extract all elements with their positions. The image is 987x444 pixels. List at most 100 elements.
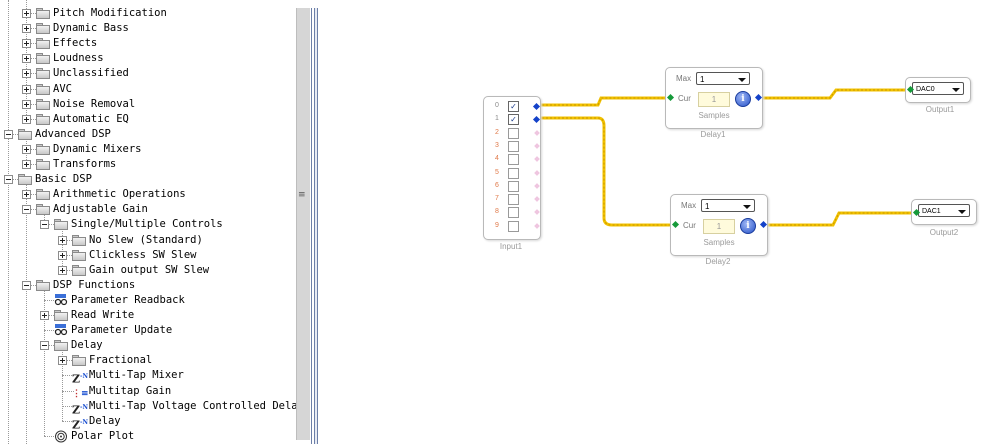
collapse-minus-icon[interactable] (40, 220, 49, 230)
input-channel-output-pin[interactable] (532, 102, 541, 111)
collapse-minus-icon[interactable] (4, 129, 13, 139)
tree-item[interactable]: No Slew (Standard) (0, 233, 296, 248)
output2-block[interactable]: DAC1 (911, 199, 977, 225)
tree-item[interactable]: Noise Removal (0, 97, 296, 112)
expand-plus-icon[interactable] (22, 114, 31, 124)
input-channel-checkbox[interactable] (508, 127, 519, 139)
tree-item[interactable]: Basic DSP (0, 172, 296, 187)
tree-item[interactable]: Polar Plot (0, 429, 296, 444)
tree-item[interactable]: Dynamic Bass (0, 21, 296, 36)
folder-icon (54, 310, 68, 321)
folder-icon (36, 159, 50, 170)
expand-plus-icon[interactable] (22, 54, 31, 64)
tree-item[interactable]: Gain output SW Slew (0, 263, 296, 278)
tree-item[interactable]: Unclassified (0, 66, 296, 81)
tree-item[interactable]: ⋮≡Multitap Gain (0, 384, 296, 399)
folder-icon (36, 53, 50, 65)
delay2-block[interactable]: Max 1 Cur 1 Samples (670, 194, 768, 256)
delay2-info-icon[interactable] (740, 218, 756, 234)
tree-item[interactable]: Fractional (0, 353, 296, 368)
delay1-cur-field[interactable]: 1 (698, 92, 730, 107)
tree-item[interactable]: AVC (0, 82, 296, 97)
delay2-label: Delay2 (705, 257, 731, 266)
input-channel-checkbox[interactable] (508, 140, 519, 152)
input-channel-number: 4 (495, 155, 499, 163)
delay1-max-select[interactable]: 1 (696, 72, 750, 85)
folder-icon (36, 68, 50, 80)
input-channel-checkbox[interactable] (508, 220, 519, 232)
collapse-minus-icon[interactable] (22, 205, 31, 215)
tree-item[interactable]: Pitch Modification (0, 6, 296, 21)
panel-splitter[interactable] (310, 8, 320, 444)
expand-plus-icon[interactable] (58, 235, 67, 245)
tree-connector (8, 133, 20, 135)
tree-item[interactable]: Loudness (0, 51, 296, 66)
input-channel-output-pin[interactable] (534, 209, 540, 216)
expand-plus-icon[interactable] (22, 9, 31, 18)
expand-plus-icon[interactable] (22, 99, 31, 109)
input-channel-output-pin[interactable] (534, 222, 540, 229)
expand-plus-icon[interactable] (22, 144, 31, 154)
input-channel-checkbox[interactable] (508, 194, 519, 206)
tree-item[interactable]: Parameter Update (0, 323, 296, 338)
input-channel-output-pin[interactable] (534, 169, 540, 176)
tree-item[interactable]: Automatic EQ (0, 112, 296, 127)
input-channel-checkbox[interactable] (508, 167, 519, 179)
output1-dac-select[interactable]: DAC0 (912, 82, 964, 95)
dropdown-arrow-icon (743, 205, 751, 209)
tree-connector (26, 73, 38, 75)
collapse-minus-icon[interactable] (4, 175, 13, 185)
expand-plus-icon[interactable] (22, 24, 31, 34)
tree-item[interactable]: Clickless SW Slew (0, 248, 296, 263)
input-channel-output-pin[interactable] (534, 182, 540, 189)
tree-item[interactable]: Read Write (0, 308, 296, 323)
expand-plus-icon[interactable] (22, 190, 31, 200)
expand-plus-icon[interactable] (22, 39, 31, 49)
expand-plus-icon[interactable] (22, 160, 31, 169)
tree-item[interactable]: Adjustable Gain (0, 202, 296, 217)
expand-plus-icon[interactable] (22, 69, 31, 79)
input-channel-output-pin[interactable] (534, 129, 540, 136)
splitter-grip-icon[interactable]: ≡ (298, 190, 306, 200)
tree-item[interactable]: Delay (0, 338, 296, 353)
expand-plus-icon[interactable] (58, 265, 67, 275)
expand-plus-icon[interactable] (58, 250, 67, 260)
input-channel-checkbox[interactable]: ✓ (508, 101, 519, 112)
expand-plus-icon[interactable] (22, 84, 31, 94)
tree-item[interactable]: Effects (0, 36, 296, 51)
delay2-cur-field[interactable]: 1 (703, 219, 735, 234)
tree-item[interactable]: Advanced DSP (0, 127, 296, 142)
tree-item[interactable]: Transforms (0, 157, 296, 172)
delay1-block[interactable]: Max 1 Cur 1 Samples (665, 67, 763, 129)
expand-plus-icon[interactable] (58, 356, 67, 366)
input-channel-output-pin[interactable] (532, 116, 541, 124)
delay2-max-select[interactable]: 1 (701, 199, 755, 212)
input-channel-output-pin[interactable] (534, 196, 540, 202)
tree-connector (62, 360, 74, 362)
delay1-info-icon[interactable] (735, 91, 751, 107)
collapse-minus-icon[interactable] (40, 341, 49, 351)
input-channel-checkbox[interactable]: ✓ (508, 114, 519, 126)
input-channel-output-pin[interactable] (534, 143, 540, 149)
tree-item-label: Pitch Modification (53, 7, 167, 19)
expand-plus-icon[interactable] (40, 311, 49, 320)
input-channel-checkbox[interactable] (508, 180, 519, 192)
tree-item[interactable]: Dynamic Mixers (0, 142, 296, 157)
tree-item[interactable]: Parameter Readback (0, 293, 296, 308)
output2-dac-select[interactable]: DAC1 (918, 204, 970, 217)
collapse-minus-icon[interactable] (22, 280, 31, 290)
tree-item[interactable]: Arithmetic Operations (0, 187, 296, 202)
input-channel-checkbox[interactable] (508, 207, 519, 219)
tree-item[interactable]: Single/Multiple Controls (0, 217, 296, 232)
input-channel-output-pin[interactable] (534, 156, 540, 163)
tree-item[interactable]: DSP Functions (0, 278, 296, 293)
input-channel-checkbox[interactable] (508, 154, 519, 166)
tree-scrollbar[interactable] (296, 8, 311, 440)
output1-block[interactable]: DAC0 (905, 77, 971, 103)
